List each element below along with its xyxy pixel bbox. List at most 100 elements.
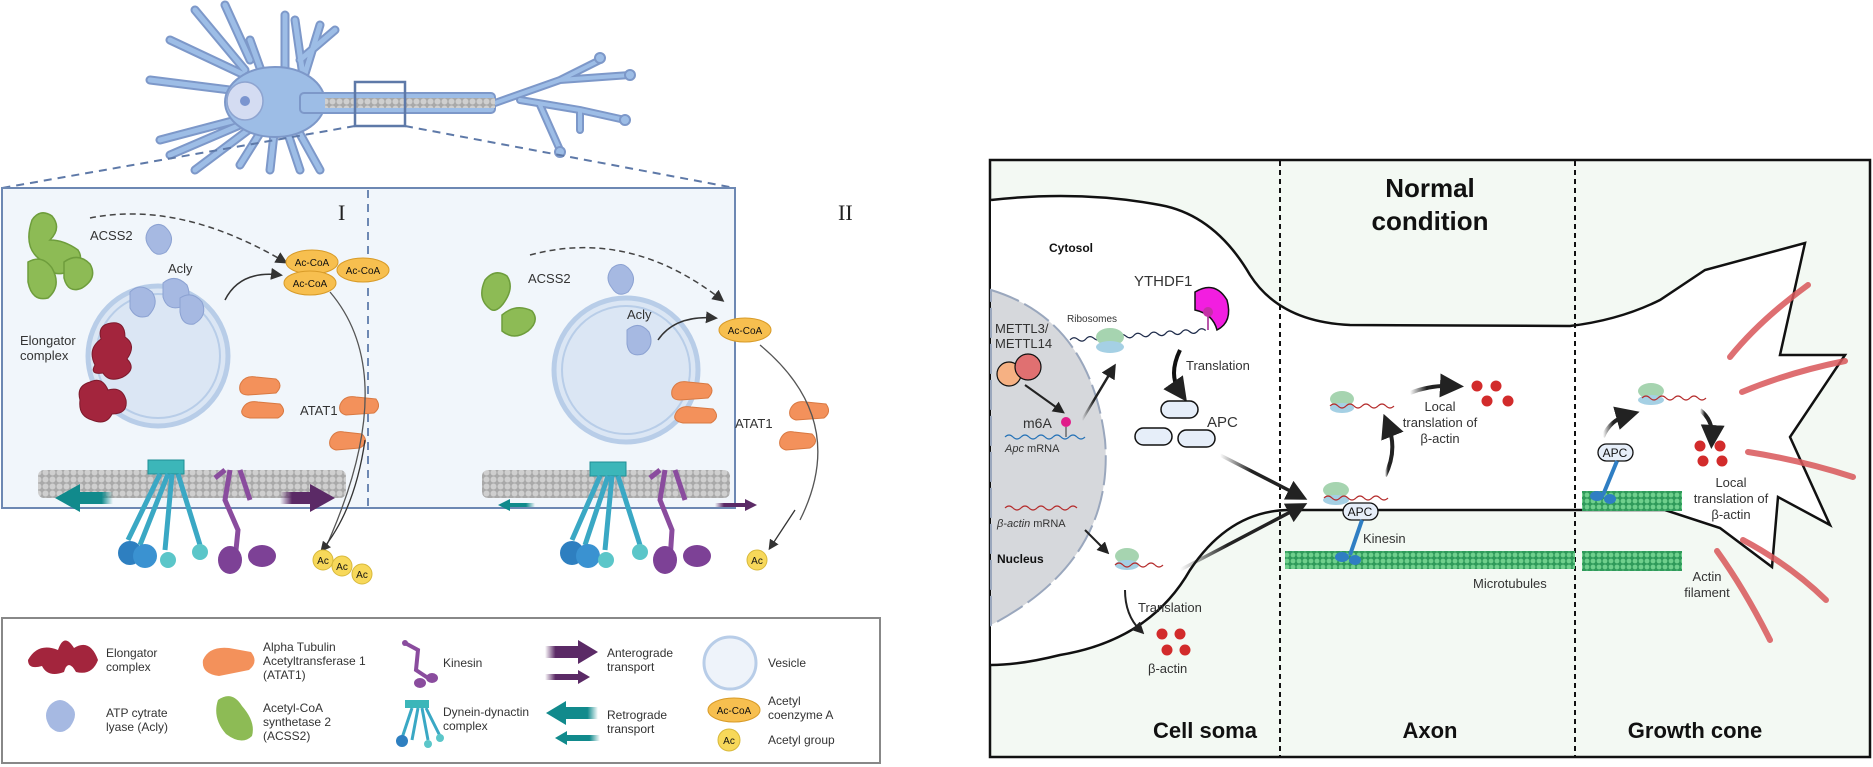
svg-text:Ac: Ac [336, 562, 348, 573]
translation-label-2: Translation [1138, 600, 1202, 615]
kinesin-motor [213, 468, 276, 574]
accoa-icon [707, 697, 761, 723]
acss2-label: ACSS2 [528, 271, 571, 286]
svg-text:Kinesin: Kinesin [443, 656, 482, 670]
elongator-label-2: complex [20, 348, 69, 363]
svg-text:Elongator: Elongator [106, 646, 157, 660]
legend-item-acetyl: Ac Acetyl group [717, 728, 835, 752]
beta-actin-dots-axon [1471, 380, 1514, 407]
beta-actin-label: β-actin [1148, 661, 1187, 676]
acetyl-groups: Ac [746, 549, 768, 571]
svg-text:transport: transport [607, 722, 655, 736]
accoa-group: Ac-CoA [718, 317, 772, 343]
nucleus-label: Nucleus [997, 552, 1044, 566]
svg-text:Retrograde: Retrograde [607, 708, 667, 722]
svg-text:Ac: Ac [723, 736, 735, 747]
retrograde-arrow-small [498, 499, 535, 511]
accoa-group: Ac-CoA Ac-CoA Ac-CoA [283, 249, 390, 296]
svg-text:complex: complex [443, 719, 488, 733]
mettl-label-1: METTL3/ [995, 321, 1049, 336]
svg-text:Ac-CoA: Ac-CoA [717, 706, 752, 717]
retrograde-arrow-icon [563, 707, 598, 719]
svg-text:Acetyl group: Acetyl group [768, 733, 835, 747]
svg-text:Anterograde: Anterograde [607, 646, 673, 660]
svg-text:Dynein-dynactin: Dynein-dynactin [443, 705, 529, 719]
acly-protein [607, 264, 652, 356]
atat1-icon [202, 647, 255, 676]
legend-item-kinesin: Kinesin [402, 640, 482, 688]
microtubules-label: Microtubules [1473, 576, 1547, 591]
svg-text:translation of: translation of [1403, 415, 1478, 430]
kinesin-motor [648, 468, 711, 574]
acetyl-groups: Ac Ac Ac [312, 549, 373, 585]
svg-text:Acetyl-CoA: Acetyl-CoA [263, 701, 323, 715]
svg-text:Ac-CoA: Ac-CoA [295, 258, 330, 269]
acly-protein [129, 224, 205, 325]
anterograde-arrow-icon [545, 646, 580, 658]
apc-label: APC [1207, 414, 1238, 431]
zoom-box [353, 80, 407, 128]
atat1-protein [239, 376, 380, 451]
kinesin-label: Kinesin [1363, 531, 1406, 546]
svg-text:coenzyme A: coenzyme A [768, 708, 833, 722]
apc-mrna-label: Apc mRNA [1004, 443, 1060, 455]
svg-text:(ATAT1): (ATAT1) [263, 668, 306, 682]
svg-text:Local: Local [1715, 475, 1746, 490]
legend: Elongator complex ATP cytrate lyase (Acl… [1, 617, 881, 764]
svg-text:Ac: Ac [356, 570, 368, 581]
beta-actin-dots-growth-cone [1694, 440, 1728, 467]
atat1-protein [671, 381, 830, 451]
svg-text:Acetyltransferase 1: Acetyltransferase 1 [263, 654, 366, 668]
svg-text:Alpha Tubulin: Alpha Tubulin [263, 640, 336, 654]
svg-text:ATP cytrate: ATP cytrate [106, 706, 168, 720]
section-axon: Axon [1403, 718, 1458, 743]
elongator-complex [78, 322, 132, 423]
panel-II: II ACSS2 Acly Ac-CoA ATAT1 [481, 200, 853, 574]
legend-item-acly: ATP cytrate lyase (Acly) [46, 700, 168, 734]
vesicle-icon [702, 635, 758, 691]
apc-proteins [1134, 400, 1216, 448]
actin-label-1: Actin [1693, 569, 1722, 584]
svg-text:Acetyl: Acetyl [768, 694, 801, 708]
svg-text:Local: Local [1424, 399, 1455, 414]
elongator-complex-icon [28, 640, 98, 674]
panel-I: I ACSS2 Acly Elongator complex [20, 200, 390, 585]
section-cell-soma: Cell soma [1153, 718, 1258, 743]
title-line-1: Normal [1385, 173, 1475, 203]
right-figure: Normal condition Cytosol Nucleus YTHDF1 … [988, 158, 1872, 759]
acetyl-group-icon [717, 728, 741, 752]
elongator-label-1: Elongator [20, 333, 76, 348]
actin-label-2: filament [1684, 585, 1730, 600]
beta-actin-mrna-label: β-actin mRNA [996, 518, 1066, 530]
beta-actin-dots-soma [1156, 628, 1191, 656]
axon-microtubule [325, 98, 495, 108]
legend-item-accoa: Ac-CoA Acetyl coenzyme A [707, 694, 833, 723]
svg-text:Ac-CoA: Ac-CoA [293, 279, 328, 290]
anterograde-arrow-small [715, 499, 757, 511]
cytosol-label: Cytosol [1049, 241, 1093, 255]
ythdf1-label: YTHDF1 [1134, 273, 1192, 290]
translation-label-1: Translation [1186, 358, 1250, 373]
title-line-2: condition [1372, 206, 1489, 236]
atat1-label: ATAT1 [735, 416, 773, 431]
axon-microtubule [1285, 551, 1575, 569]
legend-item-retrograde: Retrograde transport [546, 701, 667, 745]
acss2-label: ACSS2 [90, 228, 133, 243]
svg-text:(ACSS2): (ACSS2) [263, 729, 310, 743]
panel-II-label: II [838, 200, 853, 225]
mettl14-protein [1014, 353, 1042, 381]
panel-I-label: I [338, 200, 345, 225]
legend-item-atat1: Alpha Tubulin Acetyltransferase 1 (ATAT1… [202, 640, 366, 682]
microtubule [38, 470, 346, 498]
acss2-protein [27, 212, 94, 300]
acss2-icon [216, 696, 253, 741]
svg-text:transport: transport [607, 660, 655, 674]
svg-text:Ac: Ac [751, 556, 763, 567]
svg-text:Ac: Ac [317, 556, 329, 567]
svg-text:complex: complex [106, 660, 151, 674]
atat1-label: ATAT1 [300, 403, 338, 418]
svg-text:lyase (Acly): lyase (Acly) [106, 720, 168, 734]
acly-icon [46, 700, 75, 732]
ribosomes-label: Ribosomes [1067, 314, 1117, 325]
